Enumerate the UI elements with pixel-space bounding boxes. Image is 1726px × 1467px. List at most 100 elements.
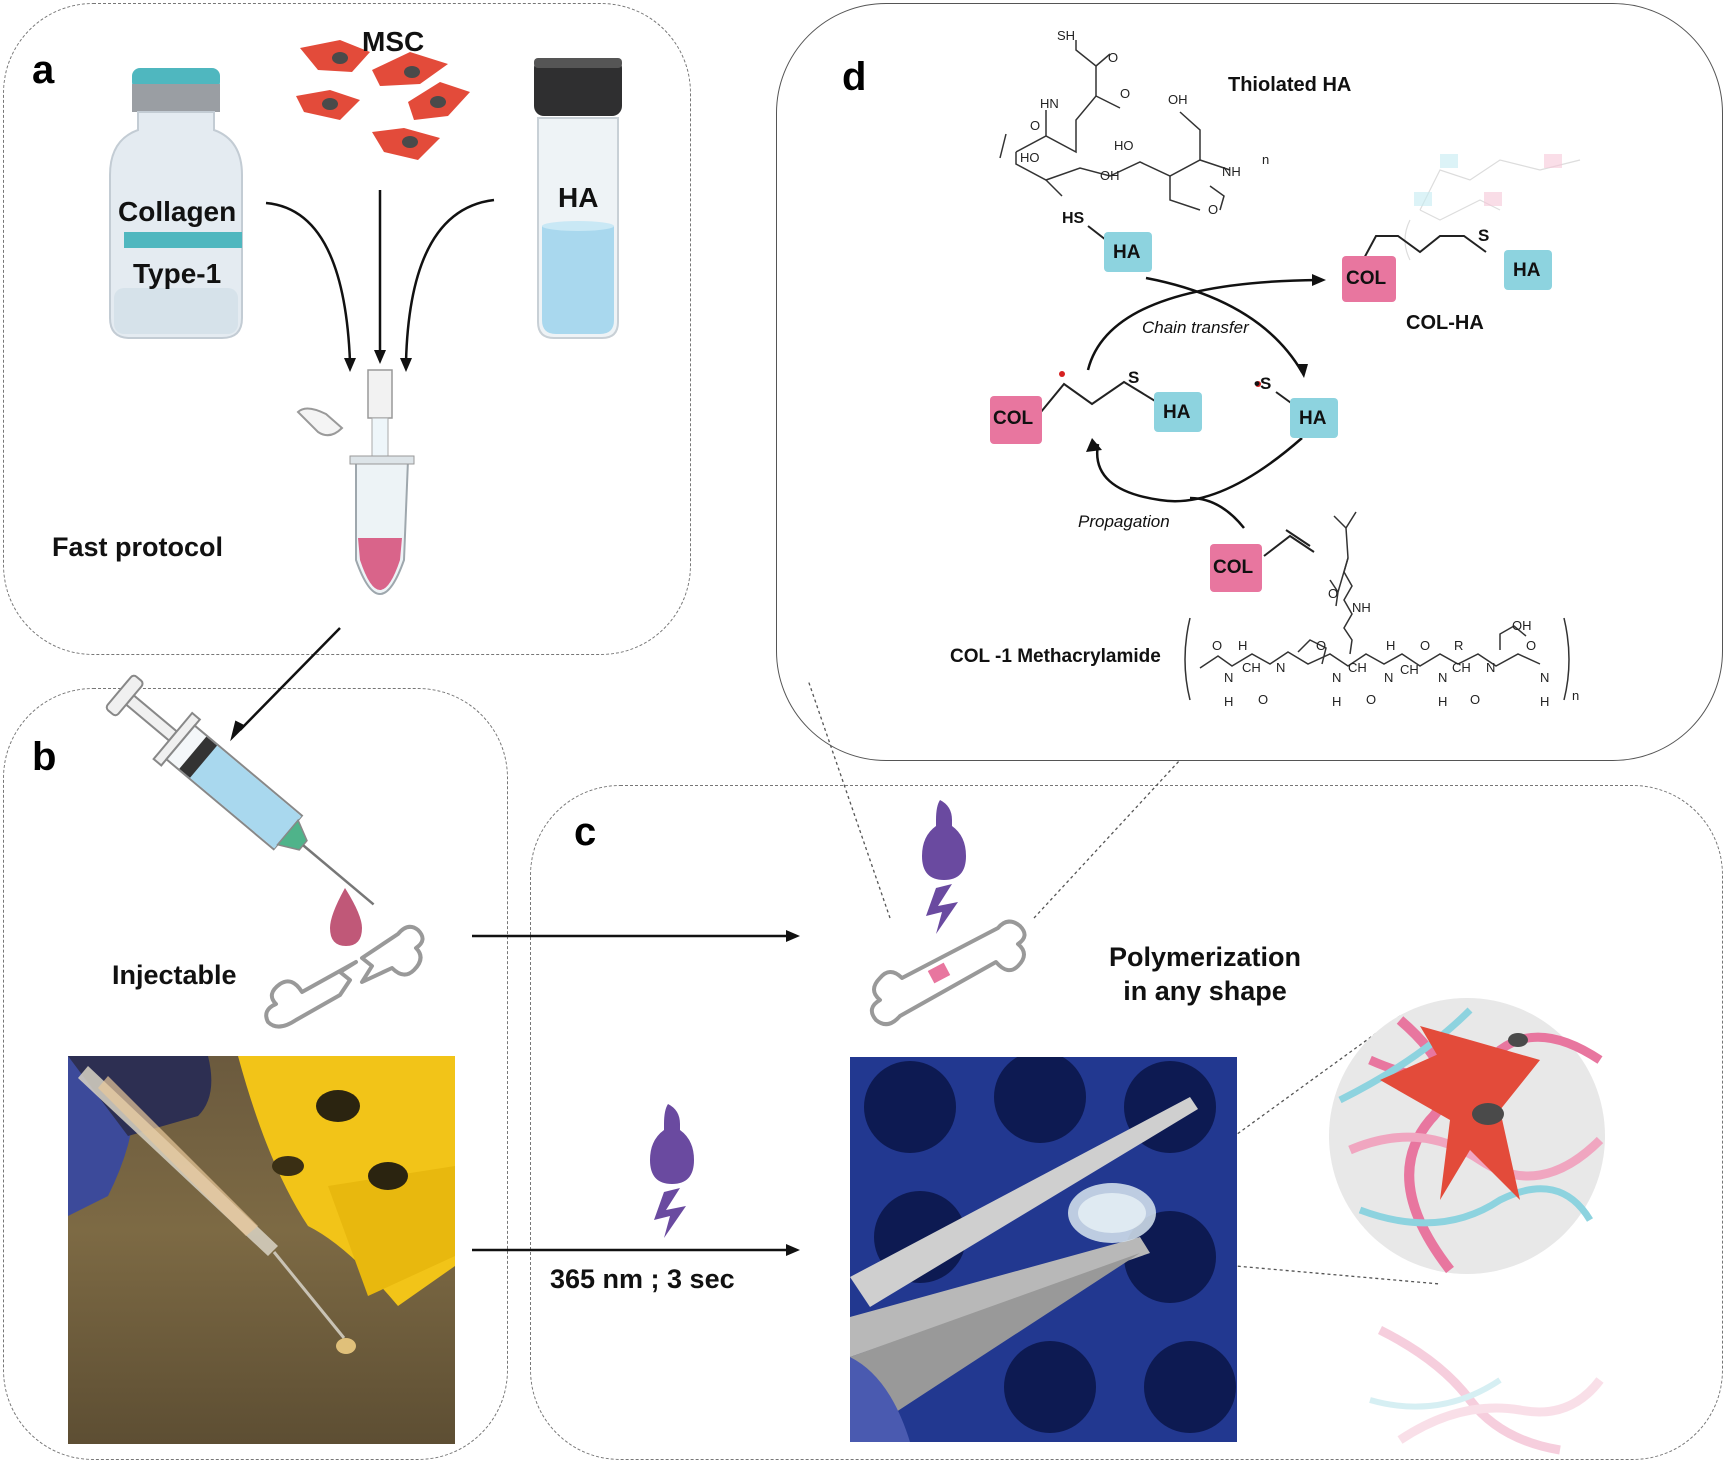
- cm-ch-1: CH: [1242, 660, 1261, 675]
- thiolated-ha-structure: [999, 40, 1231, 211]
- chem-oh-1: OH: [1168, 92, 1188, 107]
- col-methacrylamide-label: COL -1 Methacrylamide: [950, 646, 1161, 667]
- ha-tag-product: [1504, 250, 1552, 290]
- mixing-arrows: [265, 190, 495, 363]
- chem-o-1: O: [1108, 50, 1118, 65]
- cm-n-6: N: [1486, 660, 1495, 675]
- cm-n-1: N: [1224, 670, 1233, 685]
- chem-ho-1: HO: [1020, 150, 1040, 165]
- panel-d-frame: [776, 3, 1723, 761]
- type1-label: Type-1: [133, 258, 222, 289]
- hydrogel-zoom-circle: [1329, 998, 1605, 1274]
- cm-h-6: H: [1540, 694, 1549, 709]
- mixing-arrowheads: [344, 350, 412, 372]
- radical-dot-2: [1255, 381, 1261, 387]
- arrow-a-to-b: [230, 627, 341, 742]
- zoom-reflection: [1369, 1325, 1604, 1455]
- injection-photo: [68, 1056, 455, 1444]
- cm-o-5: O: [1420, 638, 1430, 653]
- hs-ha-bond: [1087, 225, 1107, 241]
- drop-icon: [330, 888, 362, 946]
- s-label-product: S: [1478, 226, 1490, 245]
- col-methacrylamide-structure: [1184, 511, 1570, 701]
- uv-lamp-icon-bottom: [650, 1104, 694, 1238]
- chem-o-4: O: [1208, 202, 1218, 217]
- chem-oh-2: OH: [1100, 168, 1120, 183]
- chem-hn: HN: [1040, 96, 1059, 111]
- propagation-label: Propagation: [1078, 512, 1170, 531]
- cm-o-4: O: [1366, 692, 1376, 707]
- faint-tags: [1414, 154, 1562, 206]
- panel-label-b: b: [32, 735, 57, 779]
- cm-ch-2: CH: [1348, 660, 1367, 675]
- chem-nh: NH: [1222, 164, 1241, 179]
- broken-bone-icon: [264, 924, 425, 1029]
- healed-bone-icon: [869, 919, 1027, 1027]
- injectable-label: Injectable: [112, 960, 237, 990]
- uv-condition-label: 365 nm ; 3 sec: [550, 1264, 735, 1294]
- cm-h-5: H: [1438, 694, 1447, 709]
- ha-tag-hs: [1104, 232, 1152, 272]
- ha-tag-radical: [1154, 392, 1202, 432]
- cm-r: R: [1454, 638, 1463, 653]
- cm-o-6: O: [1470, 692, 1480, 707]
- col-tag-product-text: COL: [1346, 268, 1387, 289]
- cm-ch-3: CH: [1400, 662, 1419, 677]
- fast-protocol-label: Fast protocol: [52, 532, 224, 562]
- chain-transfer-label: Chain transfer: [1142, 318, 1249, 337]
- thiolated-ha-label: Thiolated HA: [1228, 74, 1352, 96]
- uv-lamp-icon-top: [922, 800, 966, 934]
- cm-h-4: H: [1386, 638, 1395, 653]
- hydrogel-photo: [850, 1057, 1237, 1442]
- propagation-arrows: [1095, 437, 1303, 529]
- arrow-b-to-c-top: [472, 930, 800, 942]
- thiolated-ha-atoms: SH O O HN O OH HO HO OH NH O n: [1020, 28, 1269, 217]
- cm-h-3: H: [1332, 694, 1341, 709]
- msc-cells-icon: [296, 40, 470, 160]
- ha-vial-icon: [534, 58, 622, 339]
- cm-h-2: H: [1224, 694, 1233, 709]
- cm-o-7: O: [1526, 638, 1536, 653]
- radical-s-label: •S: [1254, 374, 1272, 393]
- polymerization-line1: Polymerization: [1108, 942, 1302, 972]
- polymerization-label: Polymerization in any shape: [1070, 940, 1340, 1008]
- cm-n-5: N: [1438, 670, 1447, 685]
- syringe-icon: [105, 674, 375, 906]
- col-tag-vinyl: [1210, 544, 1262, 592]
- col-methacrylamide-atoms: O H N CH H O N O N CH H O H N CH O N R C…: [1212, 586, 1579, 709]
- cm-n-7: N: [1540, 670, 1549, 685]
- chem-o-3: O: [1030, 118, 1040, 133]
- col-ha-label: COL-HA: [1406, 312, 1484, 334]
- cm-nh: NH: [1352, 600, 1371, 615]
- collagen-label: Collagen: [118, 196, 237, 227]
- radical-dot-1: [1059, 371, 1065, 377]
- ha-tag-radical-text: HA: [1163, 402, 1191, 423]
- col-ha-bonds: [1361, 235, 1487, 263]
- cm-n-4: N: [1384, 670, 1393, 685]
- panel-b-frame: [3, 688, 508, 1460]
- ha-tag-product-text: HA: [1513, 260, 1541, 281]
- hs-label: HS: [1062, 210, 1085, 227]
- hydrogel-photo-content: [850, 1057, 1237, 1442]
- collagen-vial-icon: [109, 68, 243, 339]
- arrow-b-to-c-bottom: [472, 1244, 800, 1256]
- cm-o-2: O: [1258, 692, 1268, 707]
- panel-label-d: d: [842, 55, 867, 99]
- col-tag-vinyl-text: COL: [1213, 557, 1254, 578]
- panel-label-a: a: [32, 48, 55, 92]
- msc-label: MSC: [362, 26, 425, 57]
- eppendorf-tube-icon: [296, 369, 415, 595]
- vinyl-bond: [1263, 529, 1315, 557]
- cm-n-2: N: [1276, 660, 1285, 675]
- panel-label-c: c: [574, 810, 597, 854]
- injection-photo-content: [68, 1056, 455, 1354]
- cm-sub-n: n: [1572, 688, 1579, 703]
- cm-ch-4: CH: [1452, 660, 1471, 675]
- cm-h-1: H: [1238, 638, 1247, 653]
- ha-tag-hs-text: HA: [1113, 242, 1141, 263]
- panel-c-frame: [530, 785, 1723, 1460]
- ha-tag-radical-s-text: HA: [1299, 408, 1327, 429]
